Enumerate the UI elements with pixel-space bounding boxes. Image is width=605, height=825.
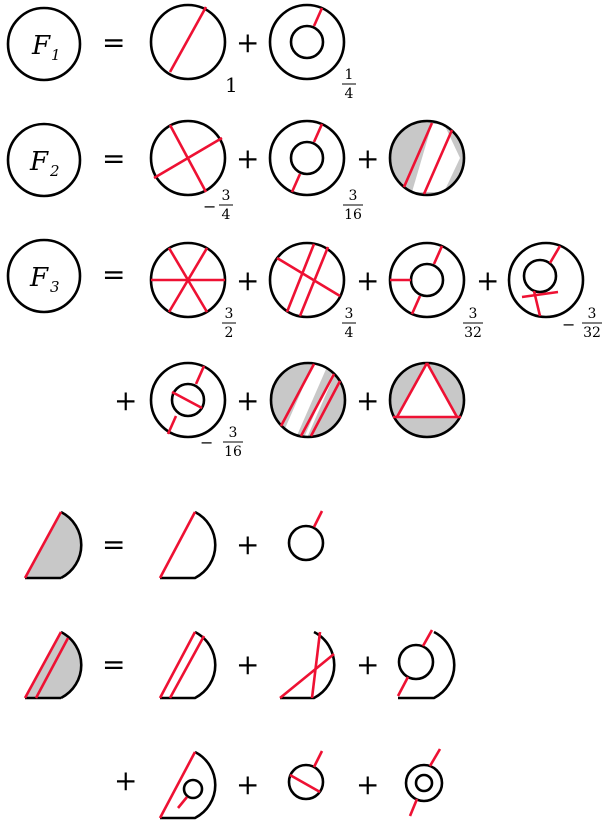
coefficient-f2-1: − 3 4 bbox=[203, 188, 233, 223]
row-f2: F 2 = + − 3 4 + 3 16 bbox=[6, 119, 466, 223]
svg-text:−: − bbox=[562, 315, 575, 334]
graph-half-disk-crossing bbox=[279, 630, 336, 700]
plus-sign: + bbox=[236, 768, 259, 801]
svg-text:4: 4 bbox=[222, 207, 231, 223]
label-base: F bbox=[29, 147, 49, 177]
plus-sign: + bbox=[114, 384, 137, 417]
coefficient-f1-1: 1 bbox=[225, 73, 238, 97]
svg-text:3: 3 bbox=[222, 188, 231, 204]
svg-text:4: 4 bbox=[345, 325, 354, 341]
plus-sign: + bbox=[236, 528, 259, 561]
equals-sign: = bbox=[102, 142, 125, 175]
svg-text:1: 1 bbox=[345, 67, 354, 83]
graph-parallel-cross bbox=[268, 241, 346, 319]
svg-text:4: 4 bbox=[345, 86, 354, 102]
label-base: F bbox=[31, 31, 51, 61]
svg-text:3: 3 bbox=[225, 306, 234, 322]
plus-sign: + bbox=[236, 26, 259, 59]
plus-sign: + bbox=[114, 764, 137, 797]
graph-annulus-1 bbox=[268, 3, 346, 81]
half-disk-relation-2-continued: + + + bbox=[114, 748, 444, 820]
svg-text:3: 3 bbox=[349, 188, 358, 204]
graph-small-circle-chord bbox=[287, 510, 325, 562]
svg-text:16: 16 bbox=[344, 207, 362, 223]
coefficient-f3-5: − 3 16 bbox=[200, 425, 243, 460]
graph-shaded-two-strips bbox=[269, 361, 347, 439]
half-disk-relation-2: = + + bbox=[23, 629, 456, 700]
plus-sign: + bbox=[236, 384, 259, 417]
plus-sign: + bbox=[356, 142, 379, 175]
row-f1: F 1 = + 1 1 4 bbox=[6, 3, 356, 102]
equals-sign: = bbox=[102, 528, 125, 561]
plus-sign: + bbox=[356, 384, 379, 417]
coefficient-f3-4: − 3 32 bbox=[562, 306, 602, 341]
graph-small-circle-two-chords bbox=[287, 750, 325, 801]
graph-annulus-inner-chord bbox=[149, 361, 227, 439]
graph-shaded-half-disk bbox=[23, 510, 83, 580]
plus-sign: + bbox=[476, 264, 499, 297]
coefficient-f3-2: 3 4 bbox=[342, 306, 356, 341]
equals-sign: = bbox=[102, 648, 125, 681]
coefficient-f3-3: 3 32 bbox=[463, 306, 483, 341]
equals-sign: = bbox=[102, 258, 125, 291]
plus-sign: + bbox=[236, 648, 259, 681]
plus-sign: + bbox=[356, 648, 379, 681]
coefficient-f1-2: 1 4 bbox=[342, 67, 356, 102]
graph-half-disk-loop bbox=[158, 750, 217, 820]
svg-text:3: 3 bbox=[229, 425, 238, 441]
graph-annulus-two-chords bbox=[268, 119, 346, 197]
graph-half-annulus bbox=[396, 629, 456, 700]
svg-text:32: 32 bbox=[464, 325, 482, 341]
label-subscript: 3 bbox=[50, 278, 60, 296]
svg-text:3: 3 bbox=[588, 306, 597, 322]
graph-small-double-circle bbox=[404, 748, 444, 817]
half-disk-relation-1: = + bbox=[23, 510, 325, 580]
graph-annulus-three-chords bbox=[388, 241, 466, 319]
plus-sign: + bbox=[356, 264, 379, 297]
graph-cross-chords bbox=[149, 119, 227, 197]
label-circle bbox=[6, 122, 82, 198]
svg-text:−: − bbox=[203, 197, 216, 216]
svg-text:2: 2 bbox=[225, 325, 234, 341]
plus-sign: + bbox=[356, 768, 379, 801]
graph-three-diameters bbox=[149, 241, 227, 319]
svg-text:3: 3 bbox=[469, 306, 478, 322]
equals-sign: = bbox=[102, 26, 125, 59]
plus-sign: + bbox=[236, 142, 259, 175]
row-f3-continued: + + − 3 16 + bbox=[114, 361, 466, 460]
label-base: F bbox=[29, 263, 49, 293]
label-subscript: 2 bbox=[49, 162, 60, 180]
graph-shaded-half-disk-two-chords bbox=[23, 630, 83, 700]
coefficient-f2-2: 3 16 bbox=[343, 188, 363, 223]
plus-sign: + bbox=[236, 264, 259, 297]
label-subscript: 1 bbox=[51, 46, 61, 64]
graph-shaded-triangle bbox=[388, 361, 466, 439]
graph-half-disk-chord bbox=[158, 510, 217, 580]
graph-offset-annulus bbox=[507, 241, 585, 319]
coefficient-f3-1: 3 2 bbox=[222, 306, 236, 341]
svg-text:32: 32 bbox=[583, 325, 601, 341]
svg-text:−: − bbox=[200, 433, 213, 452]
svg-text:3: 3 bbox=[345, 306, 354, 322]
row-f3: F 3 = + 3 2 + 3 4 bbox=[6, 238, 602, 341]
label-circle bbox=[6, 238, 82, 314]
graph-chord-1 bbox=[149, 3, 227, 81]
graph-half-disk-two-chords bbox=[158, 630, 217, 700]
label-circle bbox=[6, 6, 82, 82]
svg-text:16: 16 bbox=[224, 444, 242, 460]
graph-shaded-strip bbox=[388, 119, 466, 197]
